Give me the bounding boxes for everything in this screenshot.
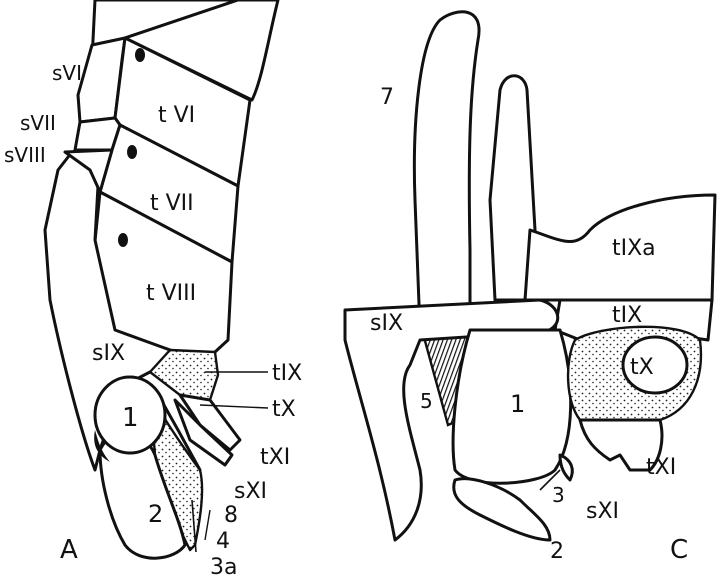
label-tx-c: tX — [630, 355, 654, 380]
label-tvii: t VII — [150, 191, 194, 216]
spiracle-viii — [118, 233, 128, 247]
label-4: 4 — [216, 529, 230, 554]
label-six-c: sIX — [370, 311, 403, 336]
spiracle-vii — [127, 145, 137, 159]
panel-label-c: C — [670, 535, 688, 565]
label-tix-c: tIX — [612, 303, 642, 328]
label-3-c: 3 — [552, 483, 565, 507]
part-2-c — [454, 479, 550, 540]
label-1-c: 1 — [510, 390, 525, 418]
label-3a: 3a — [210, 555, 237, 580]
label-tixa: tIXa — [612, 236, 656, 261]
label-tix-a: tIX — [272, 361, 302, 386]
label-sxi-c: sXI — [586, 499, 619, 524]
label-2-a: 2 — [148, 500, 163, 528]
label-sviii: sVIII — [4, 143, 46, 167]
label-1-a: 1 — [122, 403, 139, 433]
label-2-c: 2 — [550, 539, 564, 564]
label-7: 7 — [380, 85, 394, 110]
appendage-3-c — [560, 455, 572, 480]
label-5: 5 — [420, 389, 433, 413]
label-tvi: t VI — [158, 103, 195, 128]
spiracle-vi — [135, 48, 145, 62]
label-six-a: sIX — [92, 341, 125, 366]
panel-label-a: A — [60, 535, 78, 565]
label-tviii: t VIII — [146, 281, 196, 306]
label-8: 8 — [224, 503, 238, 528]
label-tx-a: tX — [272, 397, 296, 422]
label-txi-c: tXI — [646, 455, 676, 480]
leader-4 — [205, 510, 210, 540]
label-txi-a: tXI — [260, 445, 290, 470]
label-svi: sVI — [52, 61, 82, 85]
label-svii: sVII — [20, 111, 56, 135]
apodeme-7 — [414, 12, 479, 330]
label-sxi-a: sXI — [234, 479, 267, 504]
